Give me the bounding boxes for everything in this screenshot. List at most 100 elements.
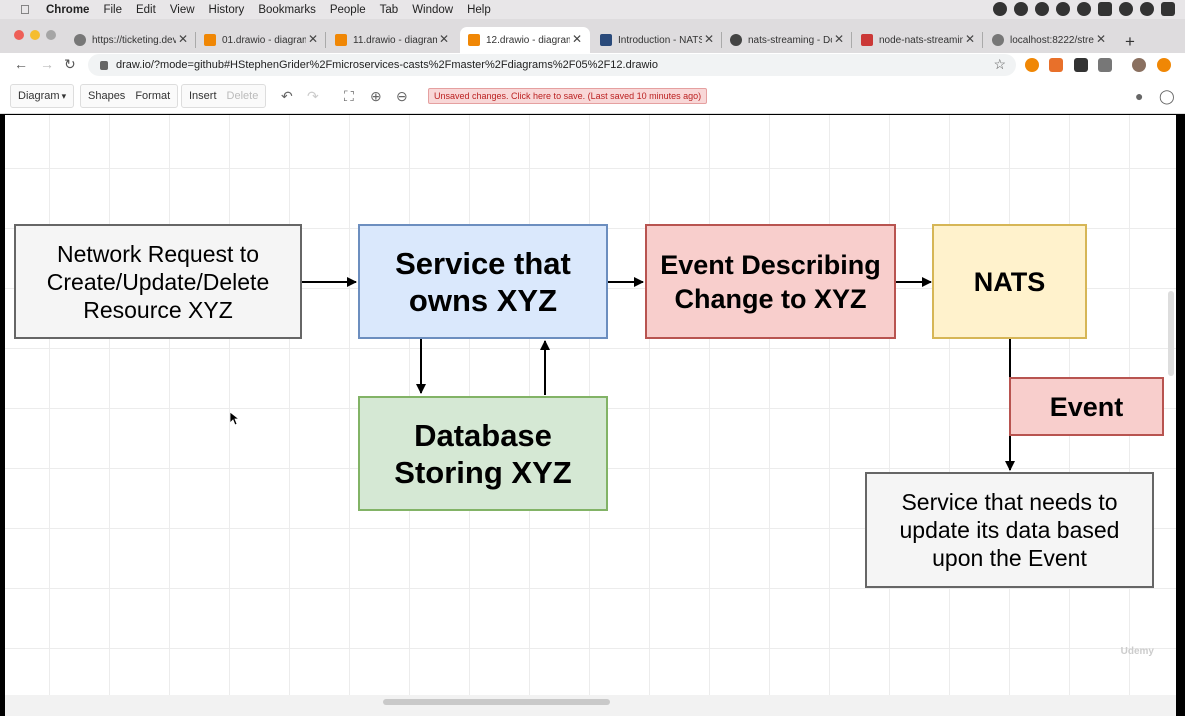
new-tab-button[interactable]: + — [1125, 32, 1135, 51]
window-close-button[interactable] — [14, 30, 24, 40]
insert-delete-group: Insert Delete — [181, 84, 267, 108]
close-tab-icon[interactable]: ✕ — [703, 32, 714, 46]
forward-icon[interactable]: → — [40, 56, 54, 72]
apple-icon[interactable]:  — [20, 2, 34, 17]
back-icon[interactable]: ← — [14, 56, 28, 72]
url-text[interactable]: draw.io/?mode=github#HStephenGrider%2Fmi… — [116, 59, 658, 71]
menu-view[interactable]: View — [169, 3, 195, 16]
tab-title: 11.drawio - diagrams — [353, 34, 437, 46]
lock-icon[interactable] — [100, 60, 108, 70]
tab-title: Introduction - NATS — [618, 34, 702, 46]
unsaved-changes-notice[interactable]: Unsaved changes. Click here to save. (La… — [428, 88, 708, 104]
reading-list-icon[interactable] — [1098, 58, 1112, 72]
tab-11-drawio[interactable]: 11.drawio - diagrams ✕ — [327, 27, 457, 53]
window-maximize-button[interactable] — [46, 30, 56, 40]
node-service-owns-xyz-text: Service that owns XYZ — [395, 245, 571, 318]
tab-ticketing[interactable]: https://ticketing.dev ✕ — [66, 27, 196, 53]
address-bar[interactable]: draw.io/?mode=github#HStephenGrider%2Fmi… — [88, 54, 1016, 76]
close-tab-icon[interactable]: ✕ — [438, 32, 449, 46]
spotlight-search-icon[interactable] — [1119, 2, 1133, 16]
fullscreen-icon[interactable]: ⛶ — [344, 88, 354, 104]
language-globe-icon[interactable]: ◯ — [1159, 88, 1175, 104]
chevron-down-icon: ▾ — [61, 90, 67, 101]
undo-icon[interactable]: ↶ — [281, 88, 293, 104]
menu-file[interactable]: File — [103, 3, 122, 16]
tab-nats-streaming-docker[interactable]: nats-streaming - Do ✕ — [722, 27, 852, 53]
tab-separator — [851, 32, 852, 48]
tab-12-drawio[interactable]: 12.drawio - diagrams ✕ — [460, 27, 590, 53]
battery-icon[interactable] — [1098, 2, 1112, 16]
menu-tab[interactable]: Tab — [379, 3, 399, 16]
menu-bookmarks[interactable]: Bookmarks — [258, 3, 316, 16]
docker-icon[interactable] — [1035, 2, 1049, 16]
insert-button[interactable]: Insert — [189, 90, 217, 102]
tab-01-drawio[interactable]: 01.drawio - diagrams ✕ — [196, 27, 326, 53]
shapes-format-group: Shapes Format — [80, 84, 179, 108]
profile-avatar[interactable] — [1132, 58, 1146, 72]
node-nats-text: NATS — [973, 266, 1046, 297]
drawio-icon — [204, 34, 216, 46]
zoom-in-icon[interactable]: ⊕ — [370, 88, 382, 104]
vertical-scrollbar[interactable] — [1168, 291, 1174, 376]
globe-icon — [74, 34, 86, 46]
tab-title: nats-streaming - Do — [748, 34, 832, 46]
node-network-request[interactable]: Network Request to Create/Update/Delete … — [14, 224, 302, 339]
node-nats[interactable]: NATS — [932, 224, 1087, 339]
redo-icon[interactable]: ↷ — [307, 88, 319, 104]
cloud-icon[interactable] — [1014, 2, 1028, 16]
close-tab-icon[interactable]: ✕ — [1095, 32, 1106, 46]
user-icon[interactable] — [1140, 2, 1154, 16]
delete-button[interactable]: Delete — [226, 90, 259, 102]
drawio-icon — [468, 34, 480, 46]
node-event-describing-change-text: Event Describing Change to XYZ — [660, 249, 881, 314]
status-icon-1[interactable] — [993, 2, 1007, 16]
node-consumer-service-text: Service that needs to update its data ba… — [899, 489, 1120, 571]
tab-node-nats-streaming[interactable]: node-nats-streaming ✕ — [853, 27, 983, 53]
window-minimize-button[interactable] — [30, 30, 40, 40]
nats-icon — [600, 34, 612, 46]
close-tab-icon[interactable]: ✕ — [571, 32, 582, 46]
mouse-cursor-icon — [230, 412, 240, 426]
menu-edit[interactable]: Edit — [135, 3, 156, 16]
notification-center-icon[interactable] — [1161, 2, 1175, 16]
format-button[interactable]: Format — [135, 90, 171, 102]
close-tab-icon[interactable]: ✕ — [964, 32, 975, 46]
reload-icon[interactable]: ↻ — [64, 56, 76, 72]
menu-window[interactable]: Window — [412, 3, 454, 16]
node-event[interactable]: Event — [1009, 377, 1164, 436]
tab-nats-introduction[interactable]: Introduction - NATS ✕ — [592, 27, 722, 53]
node-database[interactable]: Database Storing XYZ — [358, 396, 608, 511]
shapes-button[interactable]: Shapes — [88, 90, 126, 102]
macos-menubar:  Chrome File Edit View History Bookmark… — [0, 0, 1185, 19]
close-tab-icon[interactable]: ✕ — [177, 32, 188, 46]
menu-help[interactable]: Help — [467, 3, 491, 16]
bookmark-star-icon[interactable]: ☆ — [993, 56, 1006, 72]
tab-localhost-streaming[interactable]: localhost:8222/streaming ✕ — [984, 27, 1114, 53]
diagram-canvas[interactable]: Network Request to Create/Update/Delete … — [5, 115, 1176, 695]
canvas-bottom-strip — [5, 695, 1176, 716]
status-icons — [993, 2, 1175, 16]
wifi-icon[interactable] — [1077, 2, 1091, 16]
node-consumer-service[interactable]: Service that needs to update its data ba… — [865, 472, 1154, 588]
close-tab-icon[interactable]: ✕ — [307, 32, 318, 46]
glasses-icon[interactable] — [1056, 2, 1070, 16]
extension-icon[interactable] — [1074, 58, 1088, 72]
tab-separator — [325, 32, 326, 48]
horizontal-scrollbar[interactable] — [383, 699, 610, 705]
menu-people[interactable]: People — [329, 3, 366, 16]
extension-icon[interactable] — [1157, 58, 1171, 72]
diagram-menu[interactable]: Diagram▾ — [10, 84, 75, 108]
tab-title: 12.drawio - diagrams — [486, 34, 570, 46]
zoom-out-icon[interactable]: ⊖ — [396, 88, 408, 104]
diagram-menu-label[interactable]: Diagram — [18, 90, 60, 102]
node-service-owns-xyz[interactable]: Service that owns XYZ — [358, 224, 608, 339]
browser-tab-strip: https://ticketing.dev ✕ 01.drawio - diag… — [0, 19, 1185, 53]
close-tab-icon[interactable]: ✕ — [833, 32, 844, 46]
node-event-describing-change[interactable]: Event Describing Change to XYZ — [645, 224, 896, 339]
share-user-icon[interactable]: ● — [1135, 88, 1144, 104]
menu-history[interactable]: History — [208, 3, 245, 16]
extension-icon[interactable] — [1049, 58, 1063, 72]
menu-app-name[interactable]: Chrome — [46, 3, 90, 16]
node-network-request-text: Network Request to Create/Update/Delete … — [46, 240, 270, 323]
extension-icon[interactable] — [1025, 58, 1039, 72]
